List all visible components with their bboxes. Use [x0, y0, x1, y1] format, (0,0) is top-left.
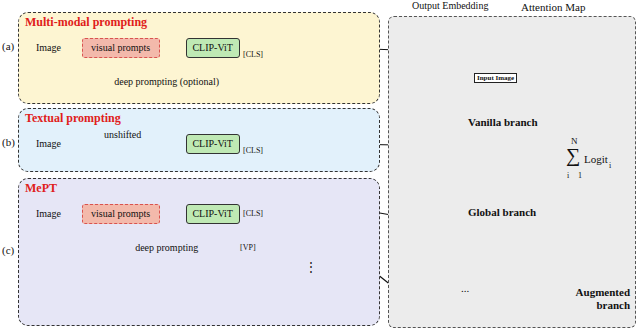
arrow-note: unshifted	[104, 129, 141, 141]
panel-heading: MePT	[25, 182, 57, 195]
box-label: CLIP-ViT	[192, 42, 233, 53]
panel-heading: Textual prompting	[25, 112, 121, 125]
panel-heading: Attention Map	[521, 1, 585, 13]
token-label: [CLS]	[243, 50, 263, 59]
method-panel: MePT visual prompts CLIP-ViT	[18, 178, 380, 326]
encoder-box: CLIP-ViT	[186, 134, 240, 154]
method-panel: Textual promptingCLIP-ViT	[18, 108, 380, 172]
panel-letter: (a)	[2, 40, 14, 53]
axis-heading: Output Embedding	[412, 0, 488, 12]
encoder-box: CLIP-ViT	[186, 38, 240, 58]
box-label: CLIP-ViT	[192, 208, 233, 219]
input-label: Image	[36, 42, 61, 54]
ellipsis-mark: ⋮	[305, 261, 317, 275]
branch-label: Global branch	[468, 206, 536, 219]
box-label: visual prompts	[91, 42, 150, 53]
branch-label: Vanilla branch	[468, 116, 538, 129]
attention-panel: Attention Map	[388, 16, 636, 328]
ellipsis-mark: ...	[461, 282, 469, 295]
input-label: Image	[36, 208, 61, 220]
edge-label: deep prompting	[135, 242, 198, 254]
encoder-box: CLIP-ViT	[186, 204, 240, 224]
sum-limit: 1	[578, 171, 582, 180]
edge-label: deep prompting (optional)	[114, 76, 219, 88]
branch-label: Augmented branch	[556, 286, 630, 311]
logit-index: i	[609, 161, 611, 170]
panel-letter: (c)	[2, 244, 14, 257]
prompt-box: visual prompts	[82, 38, 160, 58]
panel-heading: Multi-modal prompting	[25, 16, 147, 29]
input-label: Image	[36, 138, 61, 150]
sum-symbol: ∑	[566, 144, 580, 167]
prompt-box: visual prompts	[82, 204, 160, 224]
panel-letter: (b)	[2, 136, 15, 149]
box-label: visual prompts	[91, 208, 150, 219]
method-panel: Multi-modal prompting visual prompts CLIP-…	[18, 12, 380, 104]
token-label: [CLS]	[243, 209, 263, 218]
image-caption: Input Image	[474, 73, 517, 83]
sum-limit: i	[567, 171, 569, 180]
token-label: [CLS]	[243, 146, 263, 155]
logit-term: Logit	[584, 153, 608, 166]
box-label: CLIP-ViT	[192, 138, 233, 149]
token-label: [VP]	[240, 243, 256, 252]
